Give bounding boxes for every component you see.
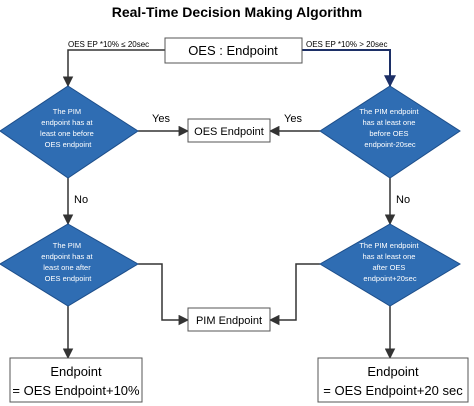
final-endpoint-left-title: Endpoint <box>50 364 102 379</box>
decision-right-top-text: The PIM endpoint has at least one before… <box>359 107 420 149</box>
pim-endpoint-label: PIM Endpoint <box>196 315 262 327</box>
decision-left-bottom <box>0 223 139 307</box>
decision-left-bottom-text: The PIM endpoint has at least one after … <box>41 241 94 283</box>
label-no-left: No <box>74 194 88 206</box>
label-right-condition: OES EP *10% > 20sec <box>306 40 387 49</box>
edge-start-to-right-decision <box>302 49 396 88</box>
label-yes-right: Yes <box>284 113 302 125</box>
final-endpoint-right-box <box>317 357 469 403</box>
decision-right-bottom-text: The PIM endpoint has at least one after … <box>359 241 420 283</box>
start-box <box>164 37 303 64</box>
decision-right-bottom <box>319 223 461 307</box>
label-left-condition: OES EP *10% ≤ 20sec <box>68 40 149 49</box>
decision-left-top <box>0 85 139 179</box>
final-endpoint-left-formula: = OES Endpoint+10% <box>12 383 140 398</box>
decision-left-top-text: The PIM endpoint has at least one before… <box>40 107 96 149</box>
edge-left-bottom-to-pim <box>138 263 190 326</box>
pim-endpoint-box <box>187 307 271 332</box>
final-endpoint-left-box <box>9 357 143 403</box>
oes-endpoint-label: OES Endpoint <box>194 126 264 138</box>
start-box-label: OES : Endpoint <box>188 43 278 58</box>
final-endpoint-right-title: Endpoint <box>367 364 419 379</box>
edge-right-bottom-to-pim <box>268 263 320 326</box>
diagram-title: Real-Time Decision Making Algorithm <box>112 4 363 20</box>
oes-endpoint-box <box>187 118 271 143</box>
decision-right-top <box>319 85 461 179</box>
label-yes-left: Yes <box>152 113 170 125</box>
final-endpoint-right-formula: = OES Endpoint+20 sec <box>323 383 463 398</box>
label-no-right: No <box>396 194 410 206</box>
edge-start-to-left-decision <box>62 49 165 88</box>
